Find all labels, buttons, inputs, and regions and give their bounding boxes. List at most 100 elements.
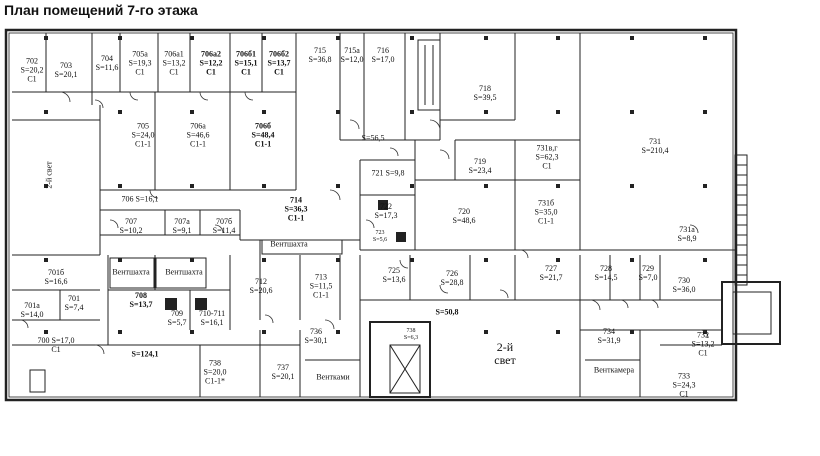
room-label-line: S=23,4 — [468, 166, 492, 175]
room-label-line: S=14,5 — [594, 273, 618, 282]
room-label-line: 722 — [380, 202, 392, 211]
room-label-line: 727 — [545, 264, 557, 273]
room-label-line: Венткамера — [593, 365, 635, 375]
room-label-line: S=7,4 — [64, 303, 84, 312]
room-label-line: 730 — [678, 276, 690, 285]
room-label-line: S=21,7 — [539, 273, 563, 282]
room-label: 706 S=16,1 — [122, 195, 159, 204]
room-label-line: С1 — [698, 348, 708, 358]
room-label-line: 701б — [47, 268, 65, 277]
room-label-line: 719 — [474, 157, 486, 166]
room-label-line: S=28,8 — [440, 278, 464, 287]
room-label-line: S=20,0 — [203, 367, 227, 377]
room-label-line: S=56,5 — [361, 133, 385, 143]
room-label-line: С1 — [27, 74, 37, 84]
room-label-line: S=16,6 — [44, 277, 68, 286]
room-label-line: 729 — [642, 264, 654, 273]
room-label-line: 733 — [678, 371, 690, 381]
room-label-line: S=20,6 — [249, 286, 273, 295]
room-label-line: С1 — [206, 67, 216, 77]
room-label-line: 716 — [377, 46, 389, 55]
room-label-line: 709 — [171, 309, 183, 318]
room-label-line: С1-1* — [205, 376, 225, 386]
room-label-line: 731а — [679, 225, 695, 234]
room-label-line: Вентшахта — [165, 267, 203, 277]
room-label-line: S=20,1 — [54, 70, 78, 79]
room-label-line: 706а2 — [200, 49, 221, 59]
room-label-line: S=36,8 — [308, 55, 332, 64]
room-label-line: S=36,0 — [672, 285, 696, 294]
room-label-line: Вентшахта — [270, 239, 308, 249]
room-label-line: S=15,1 — [234, 58, 258, 68]
room-label-line: С1 — [51, 345, 61, 354]
room-label-line: 707а — [174, 217, 190, 226]
room-label-line: 738 — [406, 328, 416, 334]
room-label-line: С1-1 — [190, 139, 206, 149]
room-label-line: 734 — [603, 327, 615, 336]
room-label-line: Вентшахта — [112, 267, 150, 277]
room-label-line: С1-1 — [287, 213, 305, 223]
room-label-line: 714 — [289, 195, 302, 205]
room-label-line: Вентками — [316, 372, 350, 382]
room-label: Вентшахта — [270, 240, 307, 249]
room-label-line: S=36,3 — [284, 204, 308, 214]
room-label-line: С1 — [274, 67, 284, 77]
room-label-line: S=11,5 — [309, 281, 333, 291]
room-label-line: 706б1 — [235, 49, 256, 59]
room-label-line: S=11,4 — [212, 226, 236, 235]
room-label-line: S=35,0 — [534, 207, 558, 217]
room-label-line: свет — [494, 353, 516, 367]
room-label-line: 726 — [446, 269, 458, 278]
room-label-line: С1-1 — [312, 290, 329, 300]
room-label-line: S=5,7 — [167, 318, 187, 327]
room-label-line: 701а — [24, 301, 40, 310]
room-label-line: С1-1 — [538, 216, 554, 226]
room-label: 721 S=9,8 — [372, 169, 405, 178]
room-label: S=124,1 — [131, 350, 158, 359]
room-label-line: 706б — [254, 121, 271, 131]
room-label-line: 706б2 — [268, 49, 289, 59]
room-label-line: S=5,6 — [372, 237, 388, 243]
room-label-line: С1 — [679, 389, 689, 399]
plan-title: План помещений 7-го этажа — [4, 2, 198, 18]
room-label: S=50,8 — [435, 308, 458, 317]
room-label-line: 731 — [649, 137, 661, 146]
room-label-line: 720 — [458, 207, 470, 216]
room-label: S=56,5 — [362, 134, 385, 143]
room-label-line: 712 — [255, 277, 267, 286]
room-label-line: S=17,3 — [374, 211, 398, 220]
room-label-line: S=16,1 — [200, 318, 224, 327]
room-label-line: С1-1 — [135, 139, 151, 149]
room-label: Вентками — [316, 373, 349, 382]
room-label-line: 718 — [479, 84, 491, 93]
room-label-line: С1 — [169, 67, 179, 77]
room-label-line: S=48,6 — [452, 216, 476, 225]
room-label-line: 703 — [60, 61, 72, 70]
